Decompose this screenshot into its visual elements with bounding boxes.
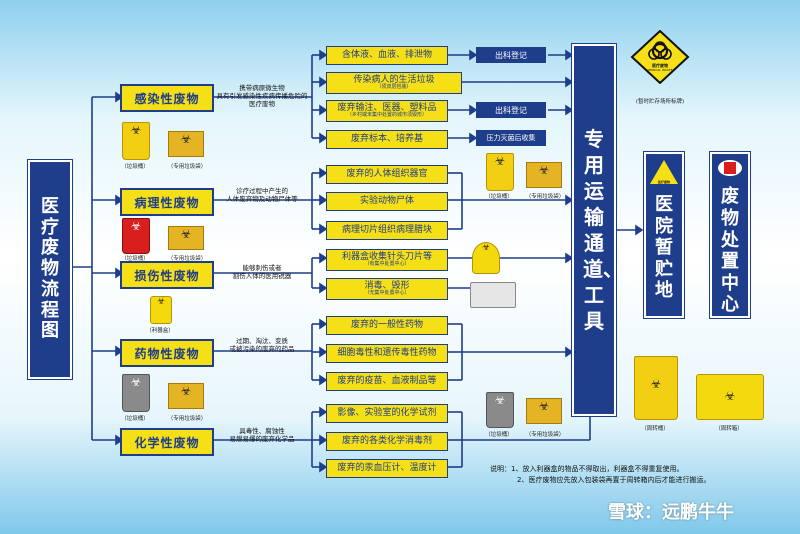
- disposal-center: 废物处置中心: [710, 152, 750, 318]
- disposal-icon: [718, 160, 742, 177]
- subitem-box: 消毒、毁形（无集中处置中心）: [326, 278, 448, 300]
- transfer-bin-caption: （周转桶）: [641, 426, 669, 432]
- subitem-box: 实验动物尸体: [326, 192, 448, 211]
- subitem-box: 细胞毒性和遗传毒性药物: [326, 344, 448, 363]
- special-bag-image: ☣: [168, 383, 204, 409]
- subitem-box: 废弃的人体组织器官: [326, 165, 448, 184]
- biohazard-diamond-icon: [630, 30, 690, 84]
- special-bag-caption: （专用垃圾袋）: [525, 194, 565, 200]
- watermark: 雪球：远鹏牛牛: [608, 502, 734, 523]
- trash-bin-caption: （垃圾桶）: [121, 256, 149, 262]
- biohazard-icon: 医疗废物: [650, 160, 678, 184]
- subitem-box: 废弃标本、培养基: [326, 130, 448, 149]
- transfer-box-caption: （周转箱）: [715, 426, 743, 432]
- special-bag-caption: （专用垃圾袋）: [525, 432, 565, 438]
- category-description: 携带病原微生物具有引发感染性疾病传播危险的医疗废物: [216, 84, 308, 108]
- subitem-box: 废弃的各类化学消毒剂: [326, 432, 448, 451]
- sharps-box-image: ☣: [150, 296, 172, 324]
- subitem-box: 废弃的疫苗、血液制品等: [326, 372, 448, 391]
- action-registration: 出科登记: [476, 102, 546, 118]
- trash-bin-image: ☣: [122, 374, 150, 412]
- storage-sign: 医疗废物 MEDICAL WASTE: [630, 30, 690, 84]
- category-chemical: 化学性废物: [120, 428, 214, 456]
- subitem-box: 废弃输注、医器、塑料品（乡村或未集中处置的城市须毁形）: [326, 100, 448, 122]
- category-sharps: 损伤性废物: [120, 261, 214, 289]
- category-description: 能够刺伤或者割伤人体的医用锐器: [232, 264, 292, 280]
- trash-bin-image: ☣: [486, 153, 514, 191]
- trash-bin-image: ☣: [122, 122, 150, 160]
- category-pharmaceutical: 药物性废物: [120, 339, 214, 367]
- trash-bin-caption: （垃圾桶）: [121, 416, 149, 422]
- subitem-box: 废弃的汞血压计、温度计: [326, 459, 448, 478]
- subitem-box: 废弃的一般性药物: [326, 316, 448, 335]
- special-bag-image: ☣: [168, 226, 204, 250]
- subitem-box: 传染病人的生活垃圾（须双层包装）: [326, 72, 462, 94]
- category-description: 过期、淘汰、变质或被污染的废弃的药品: [229, 337, 295, 353]
- action-sterilize: 压力灭菌后收集: [476, 130, 546, 146]
- sharps-box-caption: （利器盒）: [146, 328, 174, 334]
- category-description: 具毒性、腐蚀性易燃易爆的废弃化学品: [229, 427, 295, 443]
- special-bag-image: ☣: [526, 162, 562, 188]
- storage-sign-caption: (暂时贮存场所标牌): [635, 99, 685, 105]
- subitem-box: 利器盒收集针头刀片等（有集中处置中心）: [326, 249, 448, 271]
- notes: 说明：1、放入利器盒的物品不得取出，利器盒不得重复使用。 2、医疗废物应先放入包…: [490, 465, 711, 485]
- flowchart-title: 医疗废物流程图: [28, 160, 72, 379]
- trash-bin-caption: （垃圾桶）: [121, 164, 149, 170]
- transfer-box-image: ☣: [696, 374, 764, 420]
- special-bag-caption: （专用垃圾袋）: [167, 256, 207, 262]
- category-description: 诊疗过程中产生的人体废弃物及动物尸体等: [226, 187, 298, 203]
- trash-bin-image: ☣: [122, 218, 150, 254]
- transport-channel: 专用运输通道、工具: [572, 44, 623, 416]
- hospital-storage: 医疗废物 医院暂贮地: [644, 152, 684, 318]
- trash-bin-caption: （垃圾桶）: [485, 432, 513, 438]
- trash-bin-caption: （垃圾桶）: [485, 194, 513, 200]
- transfer-bin-image: ☣: [634, 356, 678, 420]
- trash-bin-image: ☣: [486, 392, 514, 428]
- action-registration: 出科登记: [476, 47, 546, 63]
- sharps-box-image: ☣: [472, 242, 500, 274]
- special-bag-caption: （专用垃圾袋）: [167, 164, 207, 170]
- category-infectious: 感染性废物: [120, 84, 214, 112]
- special-bag-caption: （专用垃圾袋）: [167, 416, 207, 422]
- special-bag-image: ☣: [168, 131, 204, 157]
- category-pathological: 病理性废物: [120, 188, 214, 216]
- subitem-box: 病理切片组织病理腊块: [326, 221, 448, 240]
- special-bag-image: ☣: [526, 398, 562, 424]
- sterilizer-image: [470, 282, 516, 308]
- subitem-box: 影像、实验室的化学试剂: [326, 404, 448, 423]
- subitem-box: 含体液、血液、排泄物: [326, 46, 448, 65]
